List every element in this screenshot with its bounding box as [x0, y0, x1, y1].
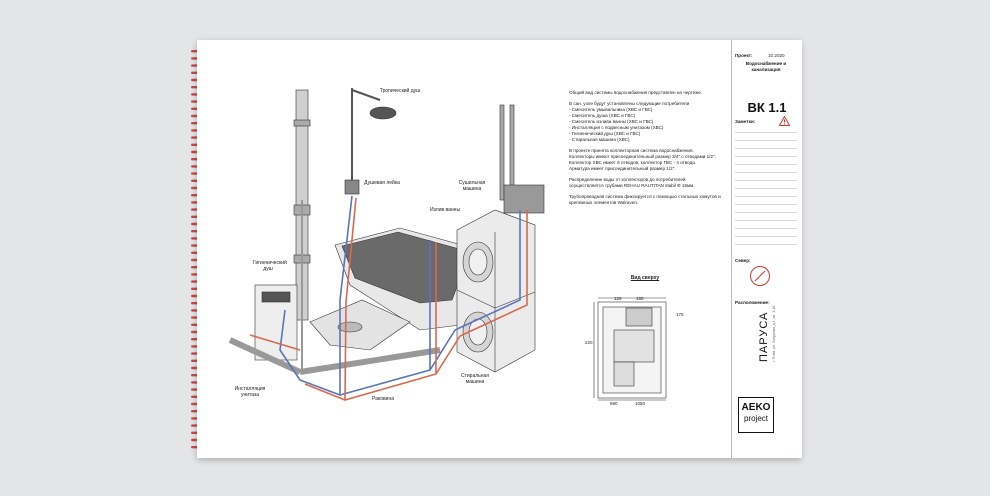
label-top-view: Вид сверху	[630, 275, 660, 281]
location-name: ПАРУСА	[758, 311, 770, 362]
title-block: Проект: 10.2020 Водоснабжение и канализа…	[731, 40, 802, 458]
north-label: Север:	[735, 258, 751, 263]
warning-icon	[779, 116, 790, 126]
note-5: Трубопроводная система фиксируется с пом…	[569, 194, 721, 205]
location-label: Расположение:	[735, 300, 770, 305]
label-washer: Стиральная машина	[460, 373, 490, 385]
sheet-number: ВК 1.1	[747, 100, 787, 115]
label-toilet-install: Инсталляция унитаза	[234, 386, 266, 398]
north-arrow-icon	[750, 266, 770, 286]
label-shower-bar: Душевая лейка	[364, 180, 400, 186]
notes-label: Заметки:	[735, 119, 756, 124]
project-label: Проект:	[735, 53, 753, 58]
logo-line-2: project	[743, 414, 768, 423]
label-sink: Раковина	[372, 396, 394, 402]
note-2: В сан. узле будут установлены следующие …	[569, 101, 690, 142]
dim-690: 690	[610, 401, 618, 406]
company-logo: AEKO project	[738, 397, 774, 433]
top-view-plan	[593, 297, 667, 401]
note-4: Распределение воды от коллекторов до пот…	[569, 177, 695, 188]
note-1: Общий вид системы водоснабжения представ…	[569, 90, 703, 95]
label-hygienic-shower: Гигиенический душ	[253, 260, 287, 272]
note-3: В проекте принята коллекторная система в…	[569, 148, 716, 171]
label-tropical-shower: Тропический душ	[379, 88, 421, 94]
label-dryer: Сушильная машина	[458, 180, 486, 192]
dim-160: 160	[636, 296, 644, 301]
dim-125: 125	[614, 296, 622, 301]
dim-170: 170	[676, 312, 684, 317]
location-sub: г. Ялта, ул. Лазурная, д.1, кв. 1-16	[772, 305, 776, 362]
tropical-shower-head	[369, 106, 397, 120]
sheet-title: Водоснабжение и канализация	[745, 61, 787, 72]
logo-line-1: AEKO	[741, 402, 771, 413]
notes-text: Общий вид системы водоснабжения представ…	[569, 90, 721, 211]
label-bath-spout: Излив ванны	[429, 207, 461, 213]
dim-1050: 1050	[635, 401, 646, 406]
project-code: 10.2020	[768, 53, 785, 58]
dim-220: 220	[585, 340, 593, 345]
